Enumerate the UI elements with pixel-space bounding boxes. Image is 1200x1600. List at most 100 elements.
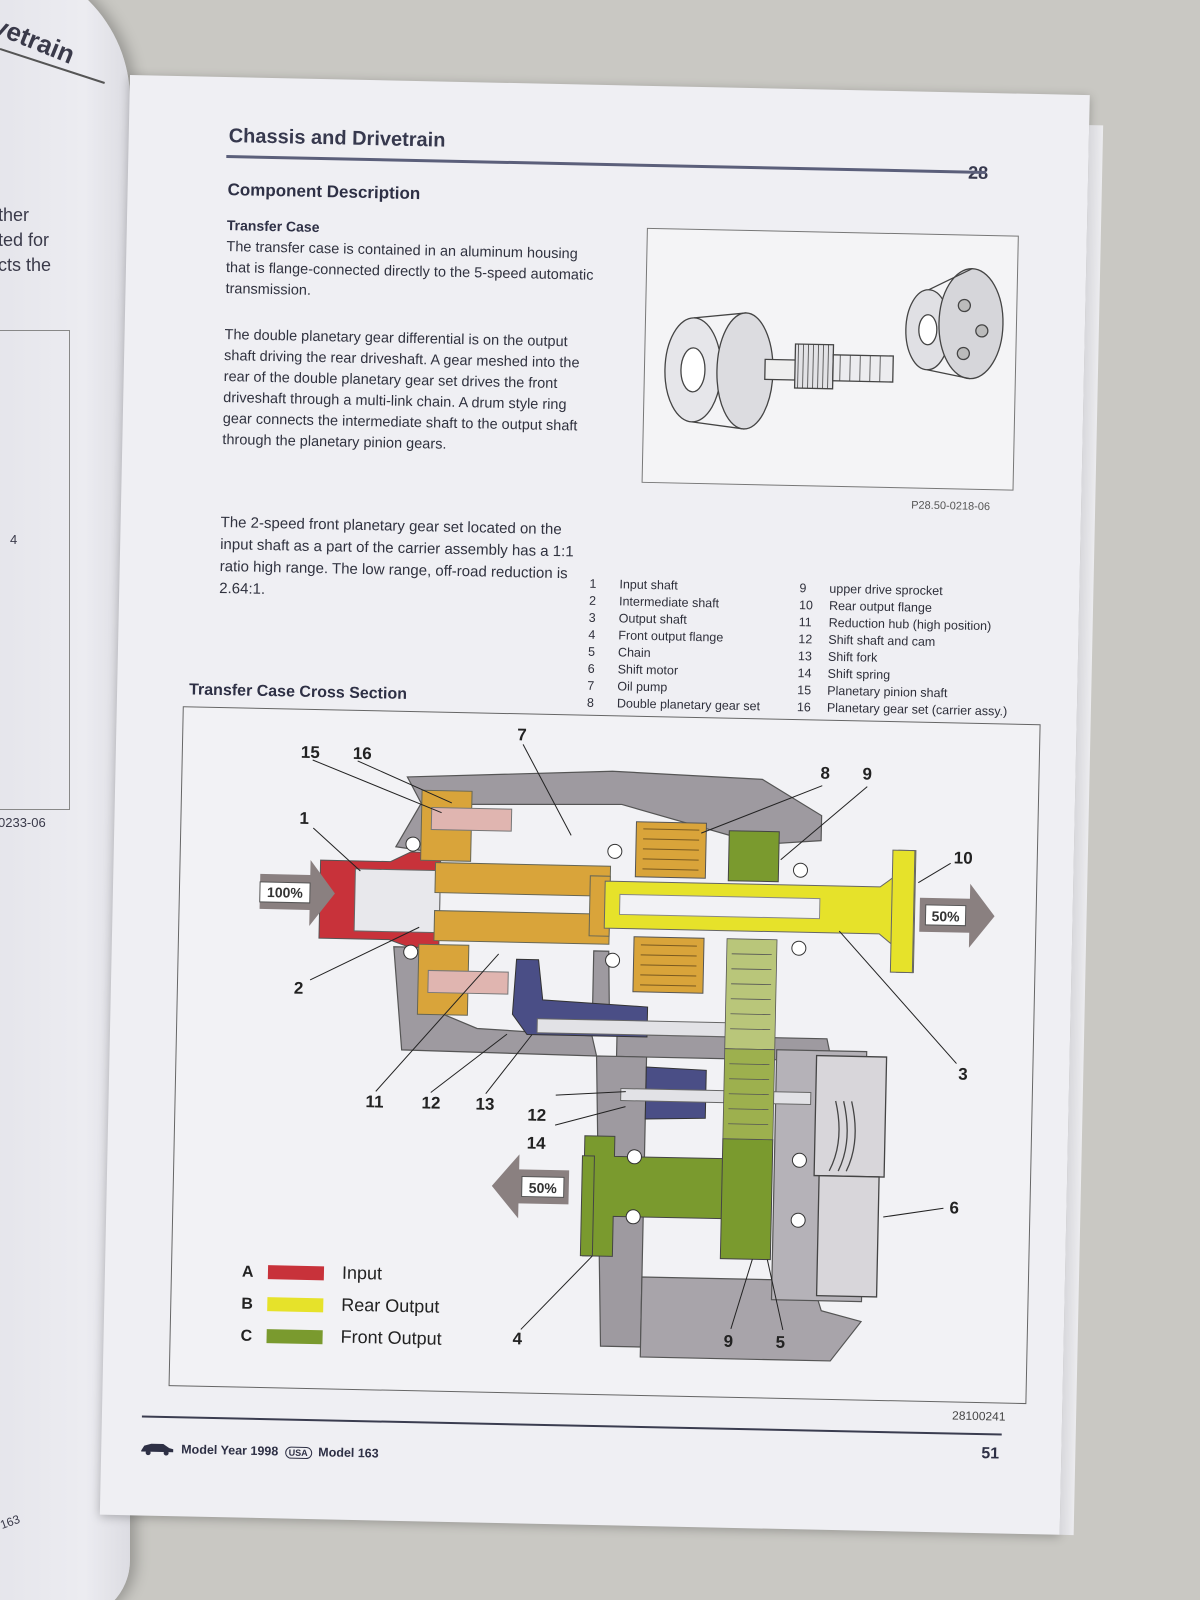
car-icon: [141, 1443, 174, 1456]
leader-lines: [309, 744, 957, 1331]
key-letter-c: C: [240, 1328, 252, 1345]
footer-model: Model 163: [318, 1445, 379, 1461]
header-rule: [226, 155, 987, 174]
legend-number: 15: [797, 683, 812, 698]
key-swatch-rear-output: [267, 1297, 324, 1313]
legend-number: 3: [588, 610, 596, 625]
key-swatch-front-output: [266, 1329, 323, 1345]
legend-label: Double planetary gear set: [616, 696, 761, 714]
legend-item: 4 Front output flange: [588, 628, 723, 645]
shift-motor: [813, 1054, 888, 1298]
callout-12-left: 12: [421, 1093, 440, 1112]
left-page-margin-number: 4: [10, 532, 18, 547]
legend-item: 15 Planetary pinion shaft: [797, 683, 947, 700]
legend-label: Planetary pinion shaft: [827, 683, 948, 701]
callout-2: 2: [294, 979, 304, 998]
legend-number: 2: [588, 593, 597, 608]
legend-label: Oil pump: [617, 679, 668, 695]
left-page-figure-ref: 0233-06: [0, 815, 46, 830]
legend-label: Intermediate shaft: [618, 594, 720, 611]
front-percent-label: 50%: [529, 1180, 558, 1197]
front-flow-arrow: 50%: [491, 1154, 570, 1219]
legend-label: Rear output flange: [828, 598, 933, 615]
front-output: [579, 830, 780, 1261]
legend-number: 13: [797, 649, 813, 664]
header-title: Chassis and Drivetrain: [228, 125, 446, 152]
legend-number: 8: [586, 695, 595, 710]
component-illustration: [641, 227, 1019, 491]
input-shaft: [318, 851, 442, 949]
left-page-footer-fragment: 163: [0, 1511, 22, 1533]
manual-page: Chassis and Drivetrain 2 8 Component Desc…: [99, 75, 1104, 1536]
subsection-title: Transfer Case: [226, 217, 320, 235]
legend-number: 9: [799, 581, 807, 596]
legend-label: Planetary gear set (carrier assy.): [826, 700, 1008, 719]
key-label-front-output: Front Output: [340, 1327, 441, 1349]
callout-1: 1: [299, 809, 309, 828]
callout-9-lower: 9: [723, 1332, 733, 1351]
rear-percent-label: 50%: [931, 908, 960, 925]
output-shaft: [603, 849, 917, 974]
footer-page-number: 51: [981, 1445, 1000, 1463]
left-page-text-fragment: ther: [0, 205, 30, 225]
callout-6: 6: [949, 1198, 959, 1217]
legend-item: 8 Double planetary gear set: [587, 696, 760, 714]
callout-12-right: 12: [527, 1106, 546, 1125]
callout-8: 8: [820, 764, 830, 783]
callout-13: 13: [475, 1094, 494, 1113]
paragraph: The double planetary gear differential i…: [222, 327, 580, 453]
callout-5: 5: [775, 1333, 785, 1352]
legend-item: 12 Shift shaft and cam: [798, 632, 935, 649]
footer-model-year: Model Year 1998: [181, 1442, 279, 1459]
callouts: 1 2 3 4 5 6 7 8 9 9 10 11 12 12 13 14 15…: [294, 725, 973, 1352]
legend-number: 5: [587, 644, 596, 659]
legend-item: 2 Intermediate shaft: [589, 594, 719, 611]
key-label-input: Input: [342, 1263, 382, 1284]
paragraph: The transfer case is contained in an alu…: [225, 239, 594, 299]
key-label-rear-output: Rear Output: [341, 1295, 439, 1317]
input-percent-label: 100%: [267, 884, 304, 901]
legend-number: 1: [589, 576, 597, 591]
left-page-edge: vetrain ther ted for cts the 4 0233-06 1…: [0, 0, 130, 1600]
legend-label: upper drive sprocket: [829, 581, 943, 599]
page-stack-edge: [1059, 125, 1104, 1536]
legend-number: 14: [797, 666, 812, 681]
footer-model-info: Model Year 1998 USA Model 163: [181, 1442, 379, 1460]
chain: [722, 938, 778, 1141]
legend-number: 4: [588, 627, 596, 642]
legend-number: 10: [798, 598, 814, 613]
section-title: Component Description: [227, 180, 421, 204]
legend-number: 12: [798, 632, 813, 647]
legend-number: 16: [796, 700, 811, 715]
callout-14: 14: [527, 1134, 547, 1153]
legend-label: Shift spring: [827, 666, 891, 683]
callout-4: 4: [512, 1329, 522, 1348]
legend-label: Shift shaft and cam: [828, 632, 936, 649]
callout-16: 16: [353, 744, 372, 763]
callout-7: 7: [517, 725, 527, 744]
legend-number: 6: [587, 661, 595, 676]
legend-item: 16 Planetary gear set (carrier assy.): [797, 700, 1008, 718]
figure-title: Transfer Case Cross Section: [188, 681, 408, 703]
legend-number: 11: [798, 615, 812, 630]
input-flow-arrow: 100%: [259, 859, 335, 926]
legend-item: 10 Rear output flange: [799, 598, 932, 615]
callout-15: 15: [301, 743, 320, 762]
key-swatch-input: [267, 1265, 325, 1281]
figure-reference: 28100241: [951, 1408, 1006, 1424]
legend-label: Input shaft: [619, 577, 678, 593]
legend-label: Front output flange: [618, 628, 724, 645]
bearing: [403, 836, 808, 1228]
legend-label: Reduction hub (high position): [828, 615, 992, 634]
key-letter-a: A: [242, 1264, 254, 1281]
legend-item: 9 upper drive sprocket: [799, 581, 943, 598]
legend-item: 1 Input shaft: [589, 577, 678, 593]
photo-reference: P28.50-0218-06: [911, 499, 991, 514]
intermediate-shaft: [416, 789, 612, 1016]
callout-10: 10: [954, 848, 973, 867]
